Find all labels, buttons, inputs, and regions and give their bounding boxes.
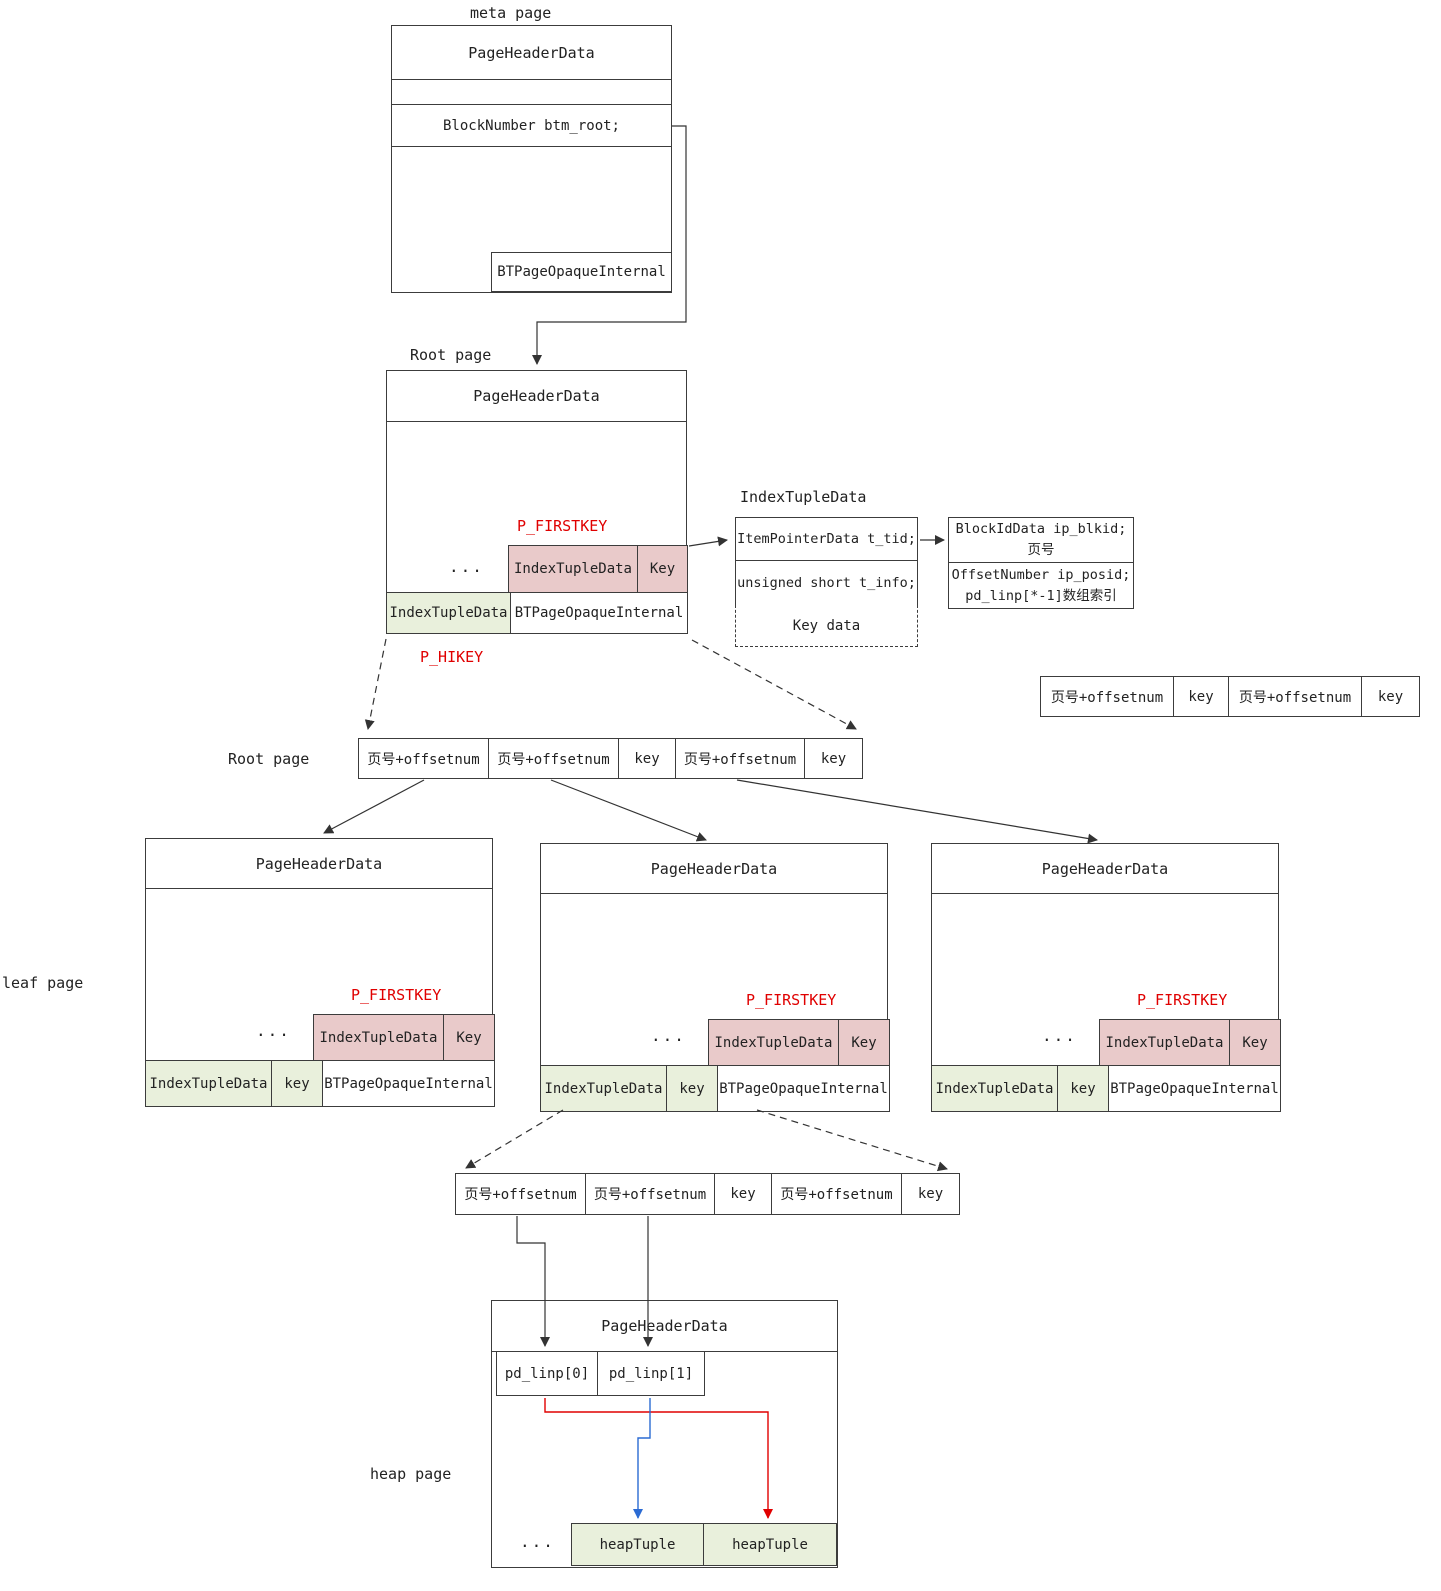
leaf2-opaque-cell: BTPageOpaqueInternal [717,1065,890,1112]
meta-opaque-cell: BTPageOpaqueInternal [491,252,672,292]
root-item-key-2: key [804,738,863,779]
legend-cell-pageno-offsetnum-2: 页号+offsetnum [1228,676,1362,717]
leaf1-key-cell: Key [443,1014,495,1061]
leaf-items-row: 页号+offsetnum 页号+offsetnum key 页号+offsetn… [455,1173,960,1215]
leaf1-header: PageHeaderData [146,839,492,889]
tuple-detail-title: IndexTupleData [740,488,867,506]
arrow-items-to-leaf2 [550,779,707,842]
legend-item-row: 页号+offsetnum key 页号+offsetnum key [1040,676,1420,717]
root-items-label: Root page [228,750,310,768]
tuple-key-data-row: Key data [735,605,918,647]
root-item-pageno-offsetnum-2: 页号+offsetnum [488,738,619,779]
leaf1-ellipsis: ... [256,1021,291,1040]
legend-cell-key-1: key [1173,676,1229,717]
dashed-leaf2-to-items-right [756,1109,948,1172]
tuple-t-tid-row: ItemPointerData t_tid; [736,518,917,561]
root-p-hikey-label: P_HIKEY [420,648,484,666]
root-item-pageno-offsetnum-3: 页号+offsetnum [675,738,805,779]
leaf-item-pageno-offsetnum-3: 页号+offsetnum [771,1173,902,1215]
offsetnumber-line2: pd_linp[*-1]数组索引 [965,587,1117,604]
leaf2-key-cell: Key [838,1019,890,1066]
leaf3-indextuple-cell: IndexTupleData [1099,1019,1230,1066]
leaf-item-pageno-offsetnum-2: 页号+offsetnum [585,1173,715,1215]
leaf2-ellipsis: ... [651,1026,686,1045]
root-item-pageno-offsetnum-1: 页号+offsetnum [358,738,489,779]
meta-btm-root-field: BlockNumber btm_root; [392,105,671,147]
root-page-title: Root page [410,346,492,364]
heap-tuple-2-cell: heapTuple [703,1523,837,1566]
leaf2-header: PageHeaderData [541,844,887,894]
leaf-item-key-2: key [901,1173,960,1215]
root-key-cell: Key [637,545,688,593]
leaf2-indextuple-left-cell: IndexTupleData [540,1065,667,1112]
root-page-box: PageHeaderData P_FIRSTKEY ... IndexTuple… [386,370,688,634]
meta-page-box: PageHeaderData BlockNumber btm_root; BTP… [391,25,672,293]
offsetnumber-line1: OffsetNumber ip_posid; [951,566,1131,583]
leaf3-key-small-cell: key [1057,1065,1109,1112]
root-p-firstkey-label: P_FIRSTKEY [517,517,608,535]
leaf-page-1: PageHeaderData P_FIRSTKEY ... IndexTuple… [145,838,495,1107]
blockid-line2: 页号 [1027,542,1055,558]
leaf3-ellipsis: ... [1042,1026,1077,1045]
leaf-page-label: leaf page [2,974,84,992]
leaf2-p-firstkey-label: P_FIRSTKEY [746,991,837,1009]
tuple-t-info-row: unsigned short t_info; [737,575,916,591]
leaf2-key-small-cell: key [666,1065,718,1112]
leaf3-key-cell: Key [1229,1019,1281,1066]
heap-tuple-1-cell: heapTuple [571,1523,704,1566]
heap-pd-linp0-cell: pd_linp[0] [496,1351,598,1396]
heap-ellipsis: ... [520,1532,555,1551]
leaf1-p-firstkey-label: P_FIRSTKEY [351,986,442,1004]
heap-pd-linp1-cell: pd_linp[1] [597,1351,705,1396]
meta-page-header: PageHeaderData [392,26,671,80]
root-item-key-1: key [618,738,676,779]
leaf3-header: PageHeaderData [932,844,1278,894]
root-page-header: PageHeaderData [387,371,686,422]
root-ellipsis: ... [449,557,484,576]
offsetnumber-box: OffsetNumber ip_posid; pd_linp[*-1]数组索引 [948,562,1134,609]
legend-cell-pageno-offsetnum-1: 页号+offsetnum [1040,676,1174,717]
legend-cell-key-2: key [1361,676,1420,717]
leaf1-opaque-cell: BTPageOpaqueInternal [322,1060,495,1107]
root-opaque-cell: BTPageOpaqueInternal [510,592,688,634]
dashed-root-to-items-left [364,638,387,730]
arrow-items-to-leaf1 [323,779,425,834]
leaf-item-pageno-offsetnum-1: 页号+offsetnum [455,1173,586,1215]
dashed-root-to-items-right [691,639,857,730]
leaf-page-3: PageHeaderData P_FIRSTKEY ... IndexTuple… [931,843,1281,1112]
heap-page-header: PageHeaderData [492,1301,837,1352]
root-indextuple-cell: IndexTupleData [508,545,638,593]
root-items-row: 页号+offsetnum 页号+offsetnum key 页号+offsetn… [358,738,863,779]
leaf3-indextuple-left-cell: IndexTupleData [931,1065,1058,1112]
heap-page-box: PageHeaderData pd_linp[0] pd_linp[1] ...… [491,1300,838,1568]
leaf-item-key-1: key [714,1173,772,1215]
leaf3-opaque-cell: BTPageOpaqueInternal [1108,1065,1281,1112]
leaf3-p-firstkey-label: P_FIRSTKEY [1137,991,1228,1009]
leaf1-indextuple-cell: IndexTupleData [313,1014,444,1061]
blockid-line1: BlockIdData ip_blkid; [955,521,1127,538]
meta-empty-row [392,80,671,105]
meta-page-title: meta page [470,4,552,22]
leaf1-key-small-cell: key [271,1060,323,1107]
heap-page-label: heap page [370,1465,452,1483]
blockid-box: BlockIdData ip_blkid; 页号 [948,517,1134,563]
arrow-items-to-leaf3 [736,779,1098,844]
root-indextuple-left-cell: IndexTupleData [386,592,511,634]
leaf1-indextuple-left-cell: IndexTupleData [145,1060,272,1107]
arrow-rootkey-to-tupledetail [688,536,728,547]
dashed-leaf2-to-items-left [465,1109,564,1169]
leaf-page-2: PageHeaderData P_FIRSTKEY ... IndexTuple… [540,843,890,1112]
tuple-detail-box: ItemPointerData t_tid; unsigned short t_… [735,517,918,606]
leaf2-indextuple-cell: IndexTupleData [708,1019,839,1066]
